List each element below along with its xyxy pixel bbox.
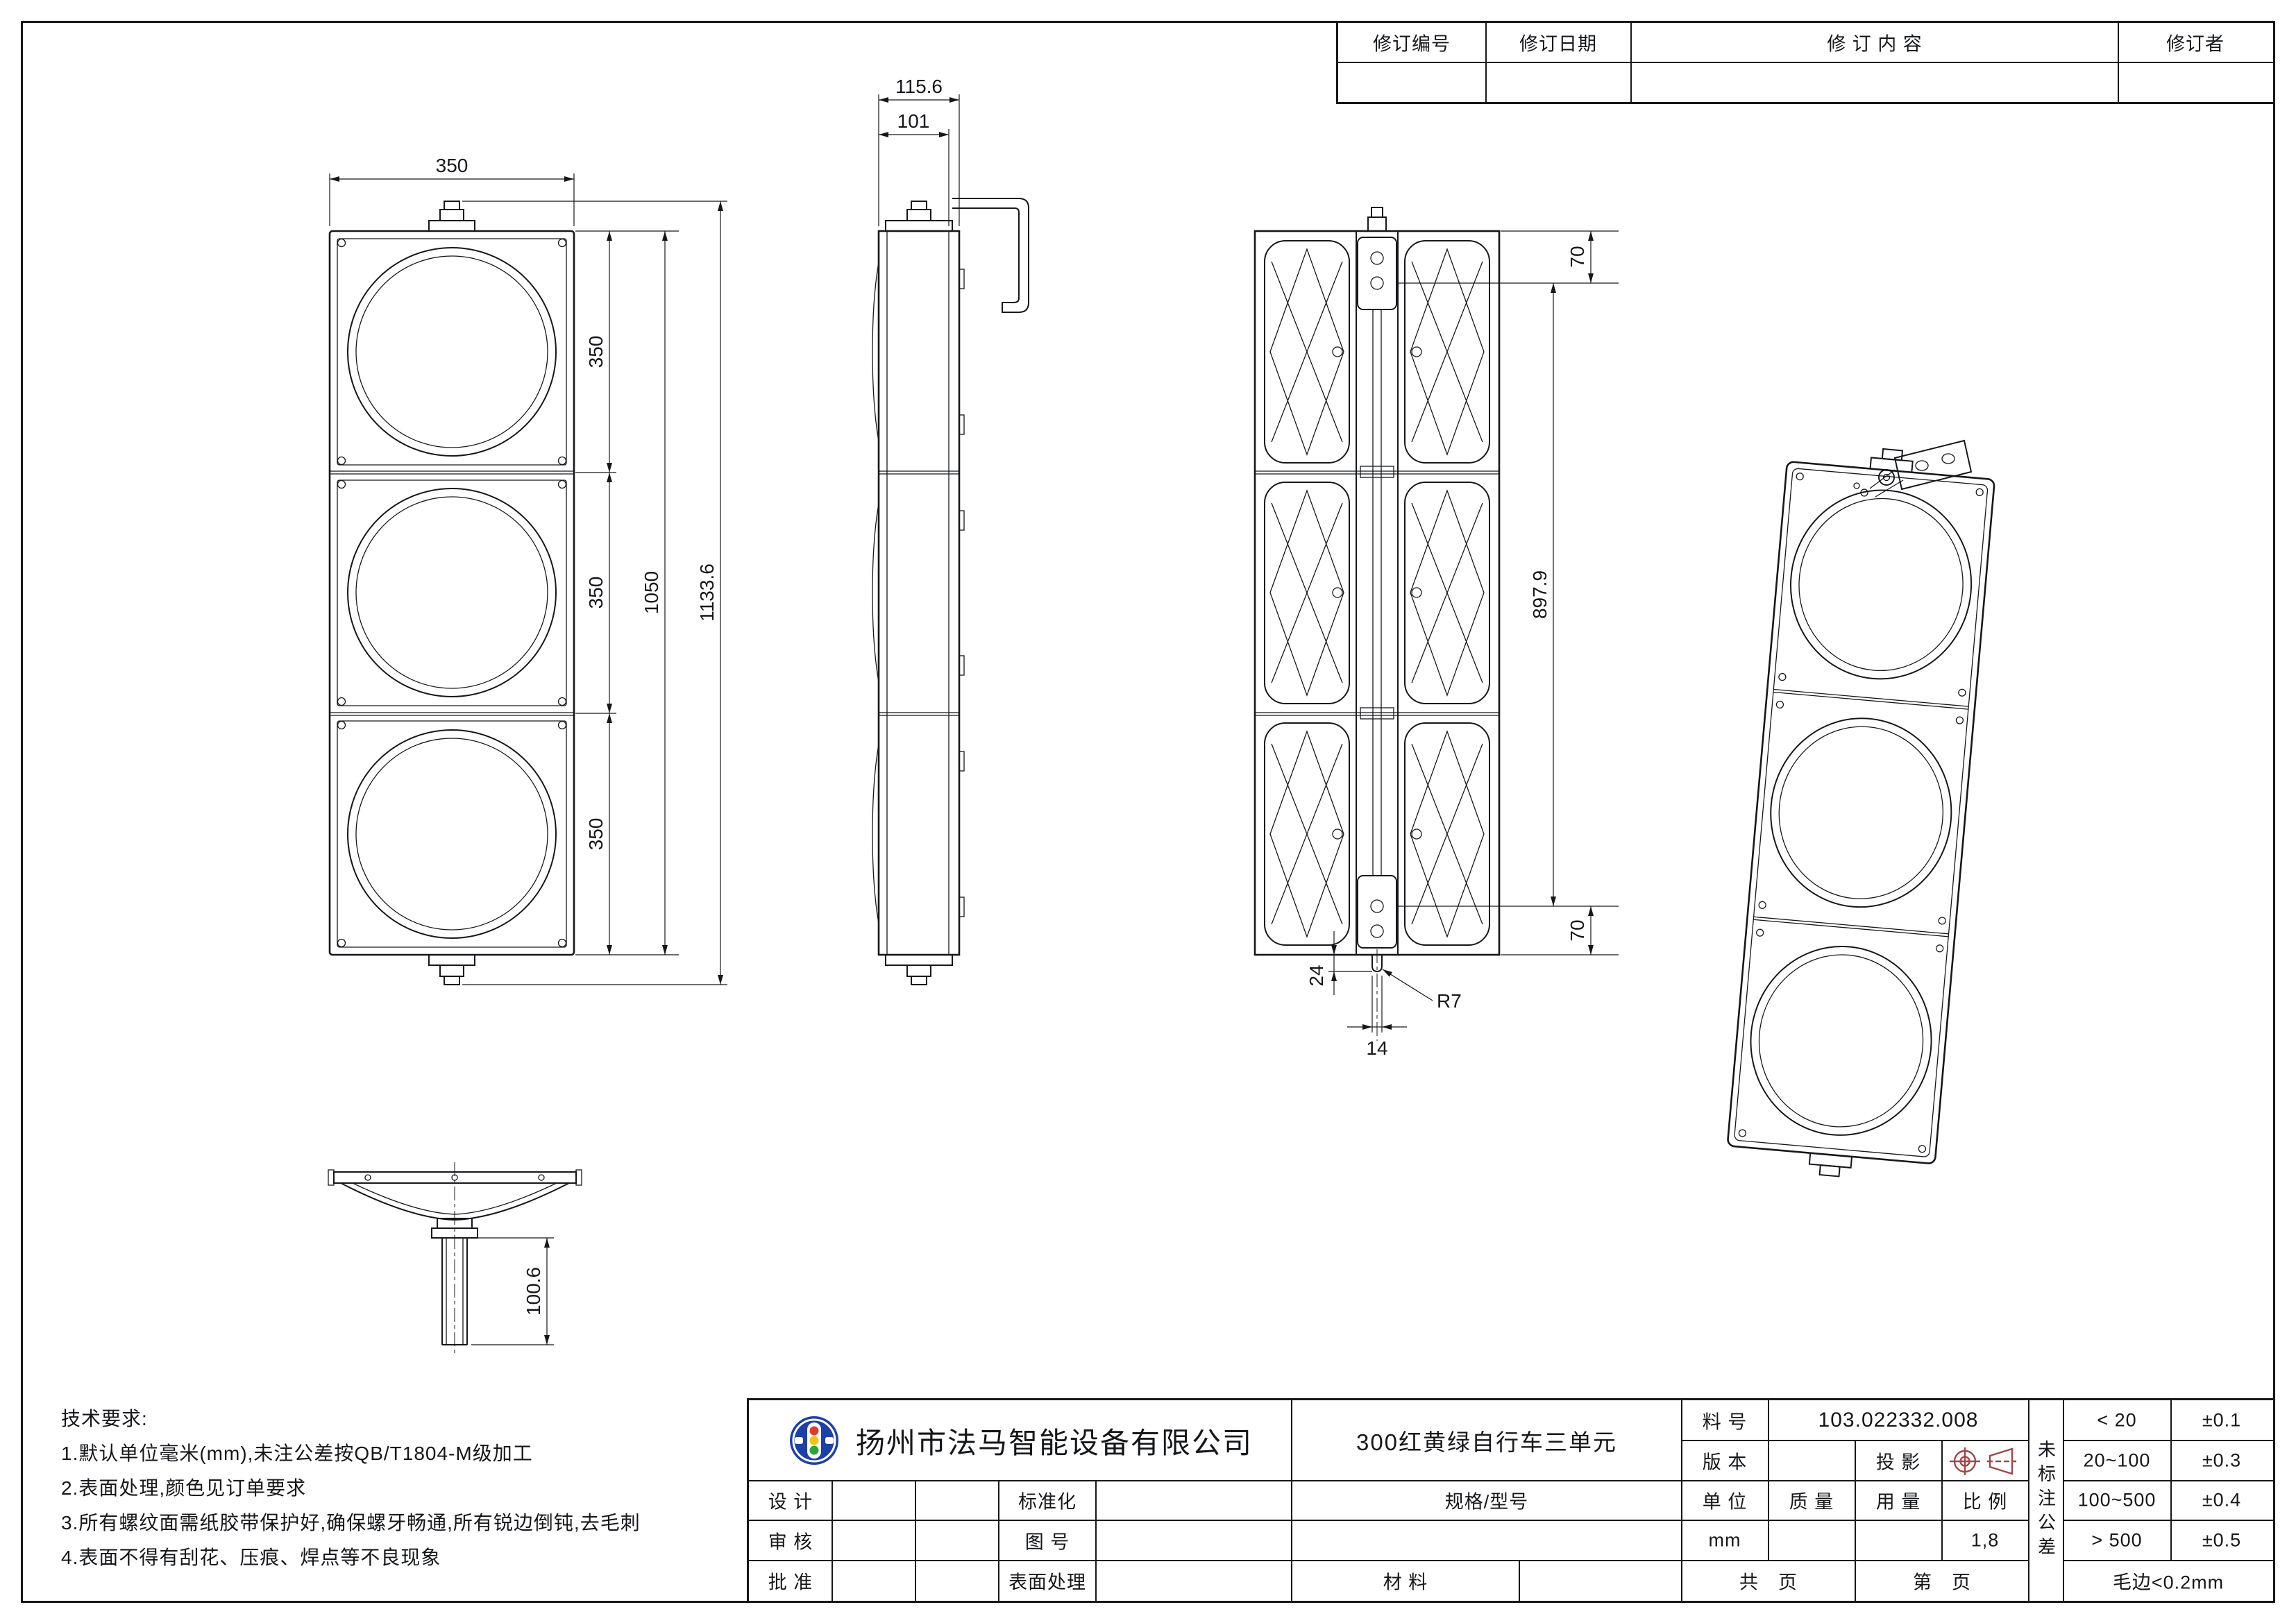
dim-front-width: 350 (436, 155, 469, 176)
revision-grid-lines (1338, 23, 2273, 102)
tolerance-value-2: ±0.3 (2202, 1450, 2242, 1471)
title-block-grid-lines (749, 1400, 2273, 1601)
company-name: 扬州市法马智能设备有限公司 (855, 1426, 1253, 1459)
label-design: 设 计 (768, 1491, 813, 1513)
back-view: 70 897.9 70 24 14 R7 (1253, 207, 1619, 1059)
dim-front-inner: 1050 (641, 571, 662, 614)
front-body (328, 230, 575, 956)
label-drawing-no: 图 号 (1024, 1531, 1070, 1553)
dim-front-total: 1133.6 (696, 563, 718, 622)
tech-req-title: 技术要求: (61, 1408, 148, 1429)
revision-col-date: 修订日期 (1519, 33, 1597, 55)
bottom-view: 100.6 (328, 1162, 582, 1353)
label-page: 第 页 (1913, 1572, 1971, 1593)
label-spec-model: 规格/型号 (1444, 1491, 1529, 1513)
dim-back-stud-len: 24 (1306, 965, 1327, 986)
company-logo (789, 1416, 838, 1465)
dim-front-seg1: 350 (585, 336, 607, 368)
lens-middle (347, 488, 557, 697)
dim-bottom-pole: 100.6 (523, 1267, 544, 1316)
top-mount-plate (1357, 237, 1397, 310)
unit-value: mm (1708, 1529, 1741, 1551)
tech-req-item-4: 4.表面不得有刮花、压痕、焊点等不良现象 (61, 1547, 441, 1568)
dim-back-top: 70 (1567, 246, 1588, 267)
label-scale: 比 例 (1962, 1491, 2008, 1513)
dim-side-total: 115.6 (895, 76, 943, 97)
company-cell: 扬州市法马智能设备有限公司 (749, 1400, 1292, 1481)
label-part-no: 料 号 (1702, 1411, 1748, 1433)
label-version: 版 本 (1702, 1452, 1748, 1473)
lens-top (347, 247, 557, 457)
front-view: 350 350 350 350 1050 1133.6 (328, 155, 727, 985)
dim-front-seg2: 350 (585, 577, 607, 609)
revision-col-content: 修 订 内 容 (1827, 33, 1923, 55)
label-standardization: 标准化 (1018, 1491, 1077, 1513)
tolerance-value-3: ±0.4 (2202, 1489, 2242, 1511)
dim-back-stud-width: 14 (1366, 1037, 1387, 1059)
bottom-mount-plate (1357, 875, 1397, 949)
tech-req-item-3: 3.所有螺纹面需纸胶带保护好,确保螺牙畅通,所有锐边倒钝,去毛刺 (61, 1512, 641, 1533)
side-body (877, 230, 961, 956)
dim-back-span: 897.9 (1529, 570, 1551, 619)
tolerance-range-1: < 20 (2097, 1409, 2137, 1431)
tolerance-range-4: > 500 (2091, 1529, 2143, 1551)
product-name: 300红黄绿自行车三单元 (1356, 1429, 1618, 1455)
tolerance-value-1: ±0.1 (2202, 1409, 2242, 1431)
tech-requirements: 技术要求: 1.默认单位毫米(mm),未注公差按QB/T1804-M级加工 2.… (61, 1402, 641, 1575)
dim-back-bottom: 70 (1567, 919, 1588, 941)
mounting-hook (952, 198, 1029, 313)
label-usage: 用 量 (1875, 1491, 1921, 1513)
label-approve: 批 准 (768, 1572, 813, 1593)
label-projection: 投 影 (1875, 1452, 1921, 1473)
label-surface-treatment: 表面处理 (1008, 1572, 1086, 1593)
revision-table: 修订编号 修订日期 修 订 内 容 修订者 (1336, 21, 2275, 104)
tech-req-item-2: 2.表面处理,颜色见订单要求 (61, 1477, 307, 1499)
revision-col-author: 修订者 (2166, 33, 2225, 55)
side-view: 115.6 101 (872, 76, 1029, 985)
bottom-stud (1371, 955, 1383, 973)
iso-view (1727, 439, 1995, 1178)
projection-symbol (1950, 1447, 2016, 1475)
dim-back-fillet: R7 (1437, 990, 1462, 1012)
tolerance-range-3: 100~500 (2077, 1489, 2156, 1511)
scale-value: 1,8 (1970, 1529, 2000, 1551)
label-check: 审 核 (768, 1531, 813, 1553)
drawing-views: .s25{stroke:#15171a;stroke-width:2.6;fil… (328, 76, 1995, 1353)
iso-body (1727, 461, 1995, 1164)
tolerance-burr-note: 毛边<0.2mm (2112, 1572, 2225, 1593)
revision-col-number: 修订编号 (1373, 33, 1451, 55)
tolerance-range-2: 20~100 (2083, 1450, 2151, 1471)
mount-bracket (1893, 439, 1973, 491)
label-material: 材 料 (1383, 1572, 1428, 1593)
label-unit: 单 位 (1702, 1491, 1748, 1513)
lens-bottom (347, 729, 557, 939)
tolerance-vertical-label: 未标注公差 (2035, 1440, 2057, 1561)
back-body (1253, 230, 1501, 956)
dim-side-body: 101 (897, 110, 930, 132)
dim-front-seg3: 350 (585, 818, 607, 851)
label-mass: 质 量 (1789, 1491, 1834, 1513)
tech-req-item-1: 1.默认单位毫米(mm),未注公差按QB/T1804-M级加工 (61, 1443, 533, 1464)
part-no-value: 103.022332.008 (1818, 1409, 1979, 1431)
tolerance-value-4: ±0.5 (2202, 1529, 2242, 1551)
label-pages-total: 共 页 (1739, 1572, 1798, 1593)
title-block: 扬州市法马智能设备有限公司 300红黄绿自行车三单元 料 号 103.02233… (747, 1398, 2275, 1603)
